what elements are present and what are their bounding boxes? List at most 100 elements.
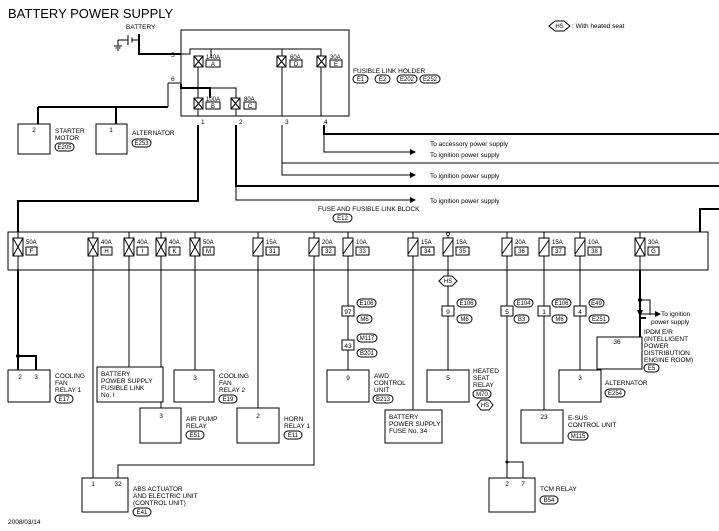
svg-text:32: 32: [114, 481, 122, 488]
fuse-i-cross-b: [123, 237, 135, 257]
svg-text:DISTRIBUTION: DISTRIBUTION: [644, 350, 690, 357]
svg-text:HS: HS: [555, 24, 563, 30]
svg-text:CONTROL UNIT: CONTROL UNIT: [568, 422, 617, 429]
fuse-f-id-box: [25, 246, 38, 256]
fuse-36-id-box: [514, 246, 529, 256]
fuse-id: F: [30, 249, 34, 255]
cooling-fan-relay-1: 2 3 COOLING FAN RELAY 1 E17: [7, 369, 85, 404]
fuse-35-id-box: [455, 246, 470, 256]
awd-control-unit: 9 AWD CONTROL UNIT B213: [326, 369, 406, 404]
ipdm-dest-line1: To ignition: [661, 311, 691, 318]
air-pump-relay: 3 AIR PUMP RELAY E51: [139, 407, 217, 444]
heated-seat-badge: [548, 20, 571, 32]
fuse-id: I: [142, 249, 144, 255]
fuse-k-id-box: [168, 246, 181, 256]
svg-text:E-SUS: E-SUS: [568, 415, 589, 422]
svg-text:M6: M6: [460, 317, 469, 323]
inline-connector-heated-seat: 9 E106 M6: [441, 298, 477, 324]
fuse-rating: 30A: [648, 240, 659, 246]
svg-text:ENGINE ROOM): ENGINE ROOM): [644, 357, 693, 364]
svg-text:(INTELLIGENT: (INTELLIGENT: [644, 336, 688, 343]
bps-fuse-no34: BATTERY POWER SUPPLY FUSE No. 34: [384, 409, 443, 444]
svg-text:M115: M115: [571, 434, 586, 440]
svg-text:1: 1: [91, 481, 95, 488]
battery-symbol: BATTERY: [114, 24, 156, 51]
wire-32: [117, 270, 315, 478]
svg-text:43: 43: [344, 343, 352, 350]
svg-text:1: 1: [542, 309, 546, 316]
battery-label: BATTERY: [126, 24, 156, 31]
svg-text:3: 3: [578, 375, 582, 382]
svg-text:BATTERY: BATTERY: [389, 414, 419, 421]
fusible-link-c: 80A C: [230, 97, 257, 110]
svg-text:E205: E205: [57, 145, 72, 151]
svg-text:23: 23: [540, 414, 548, 421]
svg-text:3: 3: [285, 119, 289, 126]
svg-text:SEAT: SEAT: [473, 375, 490, 382]
svg-text:E2: E2: [379, 77, 387, 83]
svg-text:POWER SUPPLY: POWER SUPPLY: [389, 421, 441, 428]
svg-text:FAN: FAN: [55, 380, 68, 387]
svg-text:2: 2: [32, 127, 36, 134]
wire-36: [506, 270, 524, 478]
fuse-f-cross-b: [12, 237, 24, 257]
fuse-rating: 15A: [266, 240, 277, 246]
fuse-33-element: [342, 239, 354, 255]
inline-connector-esus: 1 E106 M6: [537, 298, 572, 324]
svg-text:E106: E106: [554, 301, 569, 307]
svg-text:HS: HS: [444, 279, 452, 285]
svg-text:E11: E11: [288, 433, 299, 439]
svg-text:E49: E49: [591, 301, 602, 307]
wire-f: [17, 270, 37, 370]
esus-control-unit: 23 E-SUS CONTROL UNIT M115: [520, 409, 617, 444]
svg-text:2: 2: [505, 481, 509, 488]
fuse-35-element: [442, 239, 454, 255]
fuse-38-id-box: [587, 246, 602, 256]
svg-text:UNIT: UNIT: [374, 387, 389, 394]
svg-text:POWER SUPPLY: POWER SUPPLY: [101, 378, 153, 385]
svg-text:60A: 60A: [290, 55, 301, 61]
svg-text:M6: M6: [555, 317, 564, 323]
svg-text:M70: M70: [476, 392, 488, 398]
svg-text:RELAY: RELAY: [186, 423, 207, 430]
fuse-33-id-box: [355, 246, 370, 256]
arrow-ignition-3: [410, 197, 416, 203]
svg-text:RELAY 1: RELAY 1: [284, 423, 311, 430]
fuse-id: 35: [459, 249, 466, 255]
battery-feed-wire: [138, 34, 181, 55]
fuse-id: 31: [269, 249, 276, 255]
svg-text:E51: E51: [190, 433, 201, 439]
alternator-bottom: 3 ALTERNATOR E254: [558, 369, 648, 403]
svg-text:TCM RELAY: TCM RELAY: [540, 486, 577, 493]
fuse-block-label: FUSE AND FUSIBLE LINK BLOCK: [318, 206, 420, 213]
svg-text:97: 97: [344, 309, 352, 316]
svg-text:HORN: HORN: [284, 416, 303, 423]
svg-text:E1: E1: [357, 77, 365, 83]
legend: HS : With heated seat: [548, 20, 625, 32]
fuse-id: 37: [555, 249, 562, 255]
svg-text:E17: E17: [59, 397, 70, 403]
svg-text:M6: M6: [360, 317, 369, 323]
dest-ignition-2: To ignition power supply: [430, 173, 500, 180]
fusible-link-e: 30A E: [316, 55, 343, 68]
svg-text:B213: B213: [376, 397, 391, 403]
fuse-rating: 40A: [101, 240, 112, 246]
svg-text:B3: B3: [518, 317, 526, 323]
fuse-i-id-box: [136, 246, 149, 256]
svg-text:1: 1: [109, 127, 113, 134]
fusible-link-b: 100A B: [193, 97, 221, 110]
svg-text:A: A: [211, 62, 215, 68]
svg-text:CONTROL: CONTROL: [374, 380, 406, 387]
svg-text:FAN: FAN: [219, 380, 232, 387]
fuse-g-id-box: [647, 246, 660, 256]
svg-text:BATTERY: BATTERY: [101, 371, 131, 378]
inline-connector-awd: 97 E106 M6 43 M117 B201: [341, 298, 378, 358]
svg-text:E: E: [334, 62, 338, 68]
fusible-link-a: 140A A: [193, 55, 221, 68]
page-title: BATTERY POWER SUPPLY: [8, 6, 174, 21]
